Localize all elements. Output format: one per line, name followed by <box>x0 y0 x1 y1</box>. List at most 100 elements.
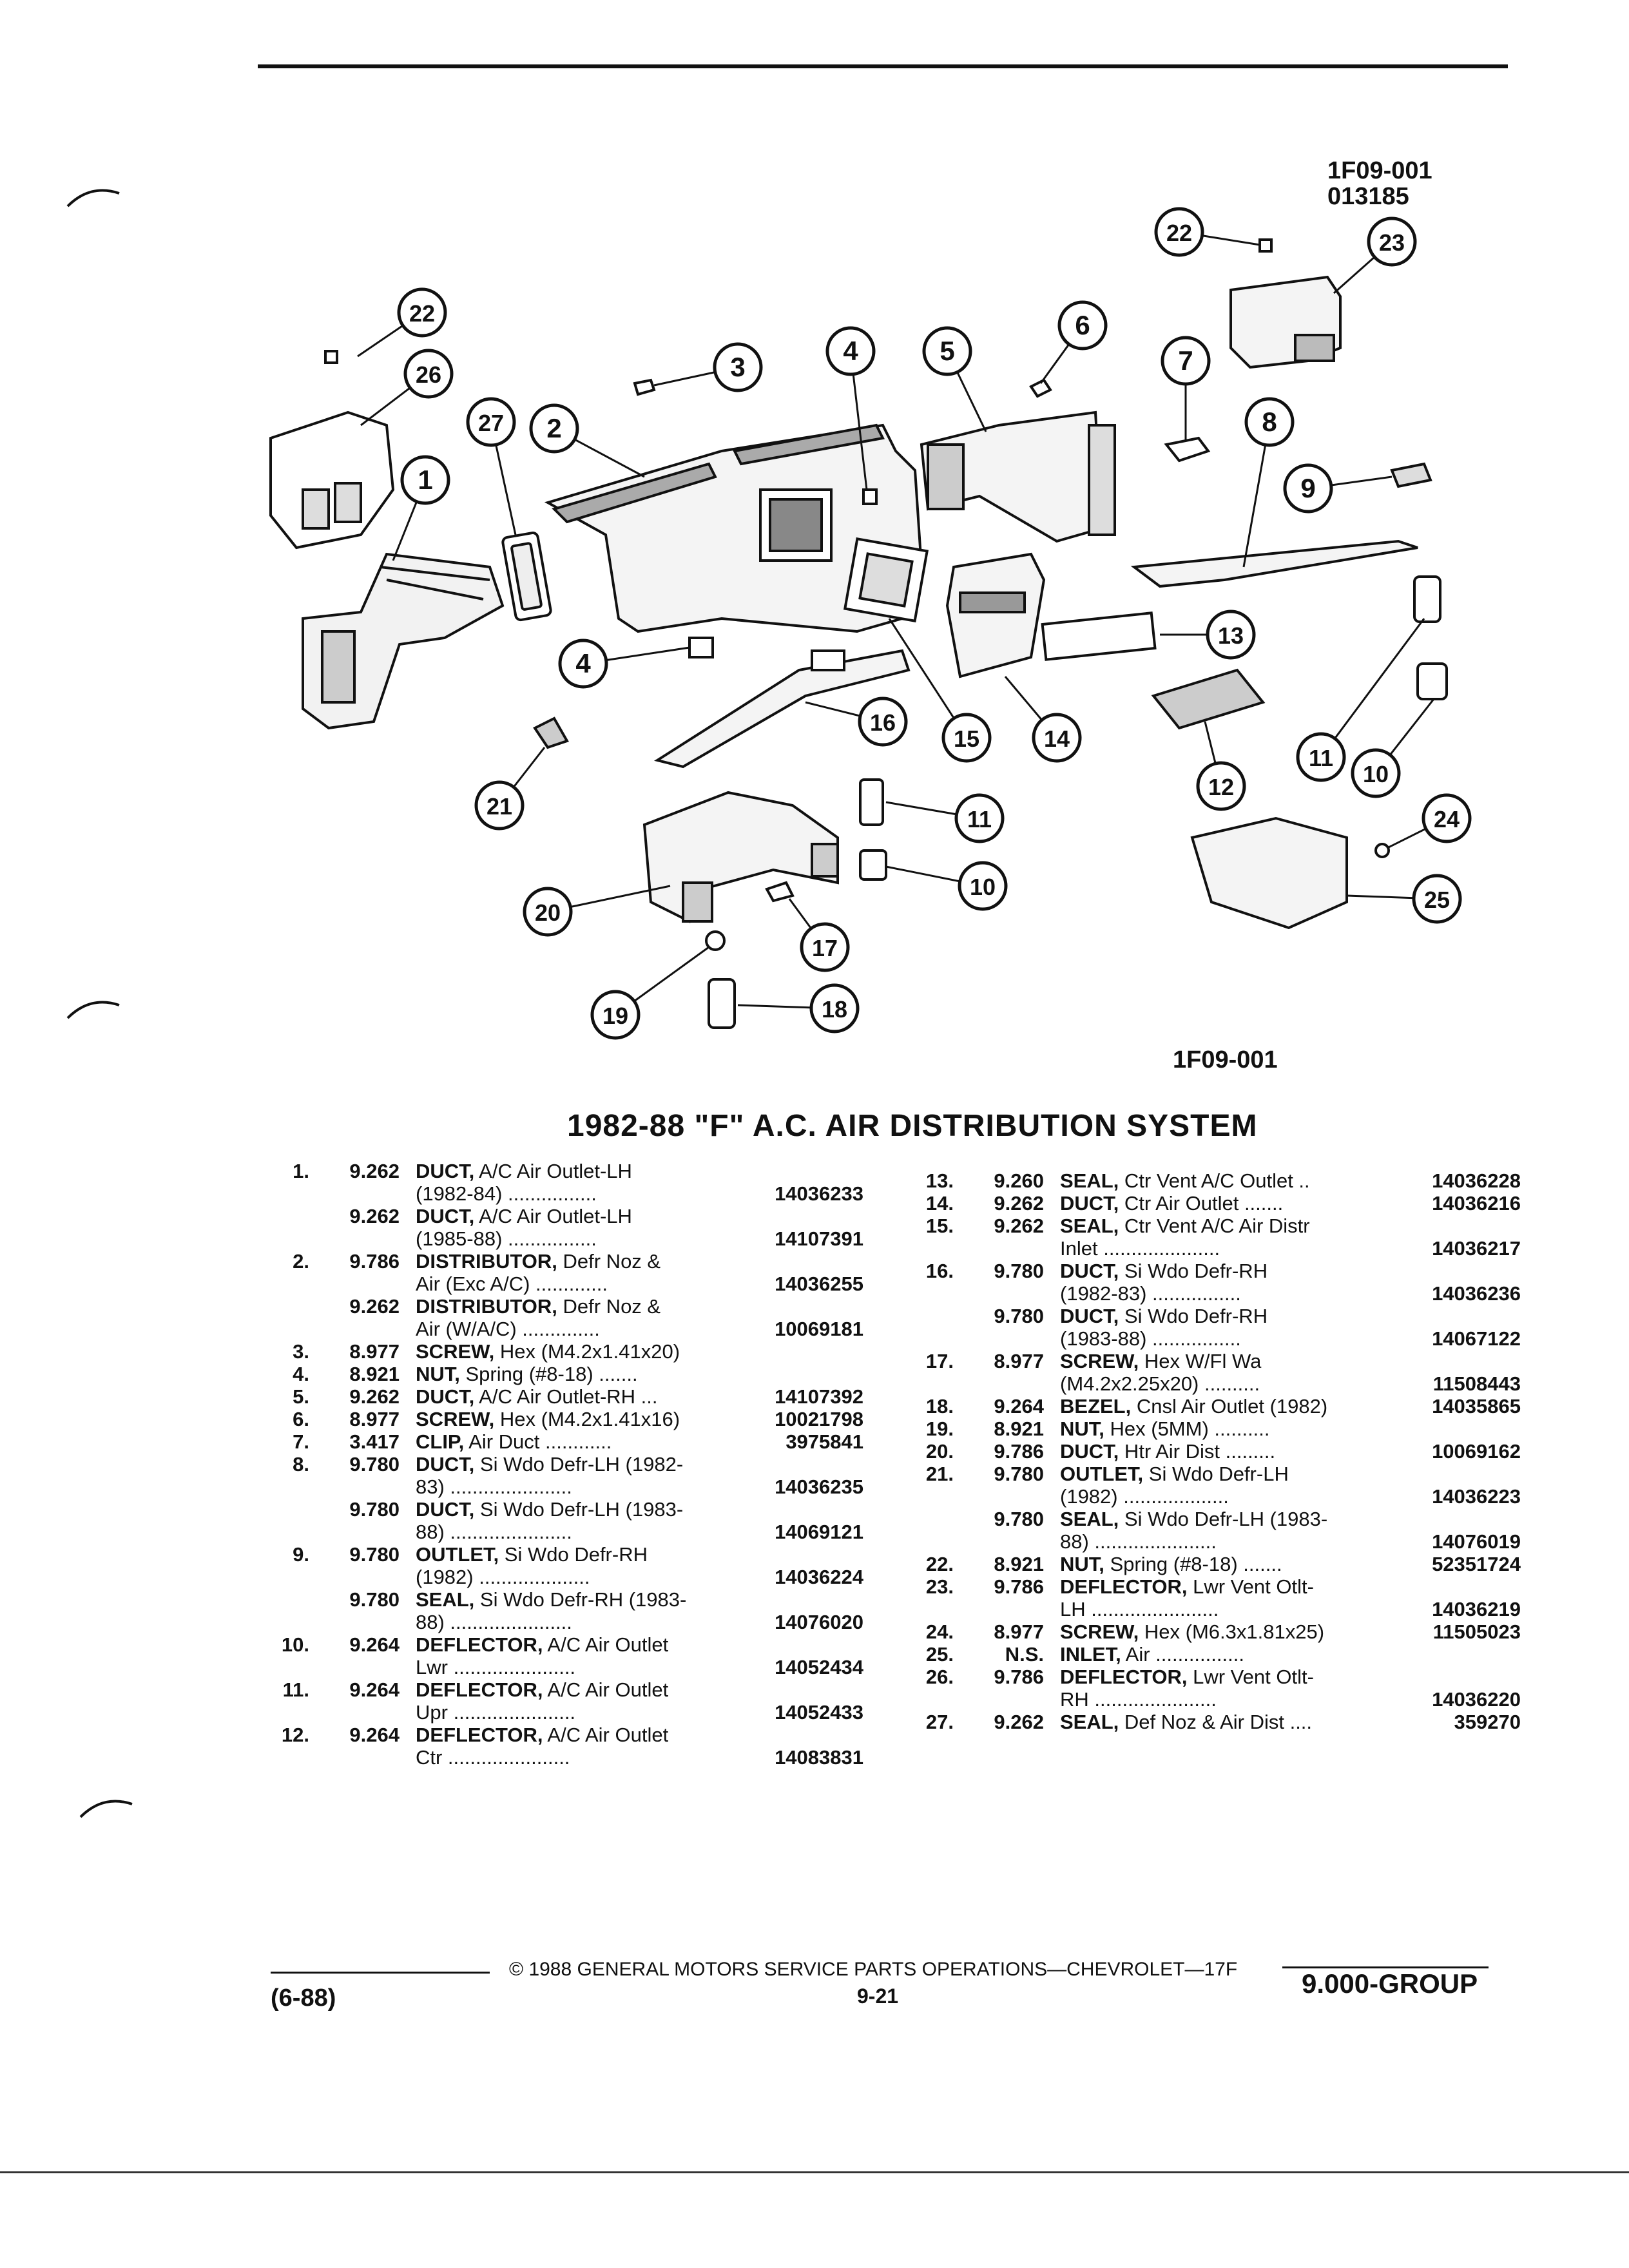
part-detail: (1982) .................... <box>416 1566 590 1588</box>
part-detail: Si Wdo Defr-RH <box>1119 1305 1268 1327</box>
callout-17: 17 <box>788 898 850 972</box>
item-number: 16. <box>925 1260 954 1282</box>
margin-mark-1 <box>66 189 120 207</box>
callout-27: 27 <box>466 397 517 535</box>
part-4-nut-top <box>862 488 878 505</box>
callout-number: 22 <box>409 300 435 327</box>
callout-22: 22 <box>357 287 447 358</box>
part-number: 14036255 <box>775 1273 863 1295</box>
part-description: SEAL, Ctr Vent A/C Outlet .. <box>1060 1169 1310 1192</box>
part-number: 11505023 <box>1432 1620 1521 1643</box>
part-name: NUT, <box>1060 1418 1104 1440</box>
callout-number: 5 <box>940 336 954 366</box>
group-number: 8.921 <box>349 1363 400 1385</box>
part-11-deflector-center <box>859 778 884 826</box>
callout-circle <box>1057 300 1108 351</box>
item-number: 7. <box>293 1430 309 1453</box>
part-description: Ctr ...................... <box>416 1746 570 1769</box>
part-18-bezel <box>708 978 736 1029</box>
callout-number: 2 <box>546 413 561 443</box>
part-detail: Ctr ...................... <box>416 1746 570 1769</box>
footer-copyright: © 1988 GENERAL MOTORS SERVICE PARTS OPER… <box>509 1959 1238 1980</box>
callout-11: 11 <box>885 793 1005 843</box>
item-number: 20. <box>925 1440 954 1463</box>
part-number: 14036220 <box>1432 1688 1521 1711</box>
item-number: 14. <box>925 1192 954 1215</box>
group-number: 9.780 <box>994 1463 1044 1485</box>
part-detail: Spring (#8-18) ....... <box>1104 1553 1282 1575</box>
part-detail: (1982-84) ................ <box>416 1182 597 1205</box>
callout-circle <box>403 349 454 399</box>
part-name: SEAL, <box>1060 1169 1119 1192</box>
part-name: DUCT, <box>416 1205 475 1227</box>
callout-circle <box>590 990 641 1040</box>
part-description: SEAL, Ctr Vent A/C Air Distr <box>1060 1215 1310 1237</box>
part-number: 359270 <box>1454 1711 1521 1733</box>
callout-number: 1 <box>418 465 432 495</box>
item-number: 6. <box>293 1408 309 1430</box>
part-7-clip <box>1164 436 1211 463</box>
part-name: DUCT, <box>1060 1305 1119 1327</box>
group-number: 8.921 <box>994 1553 1044 1575</box>
part-detail: (M4.2x2.25x20) .......... <box>1060 1372 1260 1395</box>
callout-circle <box>954 793 1005 843</box>
callout-number: 17 <box>812 935 838 961</box>
parts-row: 14036224(1982) .................... <box>264 1566 863 1588</box>
callout-24: 24 <box>1388 793 1472 849</box>
parts-row: 14036223(1982) ................... <box>909 1485 1521 1508</box>
callout-circle <box>1032 713 1082 763</box>
group-number: 9.262 <box>994 1711 1044 1733</box>
part-detail: RH ...................... <box>1060 1688 1217 1711</box>
item-number: 9. <box>293 1543 309 1566</box>
part-description: DUCT, A/C Air Outlet-LH <box>416 1160 632 1182</box>
part-detail: Defr Noz & <box>557 1295 661 1318</box>
item-number: 18. <box>925 1395 954 1418</box>
item-number: 12. <box>281 1724 309 1746</box>
part-detail: Si Wdo Defr-LH (1983- <box>1119 1508 1328 1530</box>
group-number: 9.786 <box>994 1666 1044 1688</box>
part-description: DUCT, Si Wdo Defr-LH (1983- <box>416 1498 683 1521</box>
part-22-nut-right <box>1258 238 1273 253</box>
part-name: DEFLECTOR, <box>416 1678 543 1701</box>
item-number: 26. <box>925 1666 954 1688</box>
part-detail: Si Wdo Defr-RH <box>1119 1260 1268 1282</box>
part-detail: Defr Noz & <box>557 1250 661 1273</box>
part-name: DEFLECTOR, <box>416 1724 543 1746</box>
part-detail: Air ................ <box>1121 1643 1244 1666</box>
part-number: 14107392 <box>775 1385 863 1408</box>
group-number: 8.977 <box>349 1340 400 1363</box>
callout-number: 10 <box>1363 761 1389 787</box>
item-number: 17. <box>925 1350 954 1372</box>
part-detail: A/C Air Outlet-LH <box>474 1205 632 1227</box>
part-description: SCREW, Hex W/Fl Wa <box>1060 1350 1261 1372</box>
callout-number: 27 <box>478 410 504 436</box>
part-number: 14035865 <box>1432 1395 1521 1418</box>
group-label: 9.000-GROUP <box>1302 1968 1478 1999</box>
part-number: 14036233 <box>775 1182 863 1205</box>
part-number: 10021798 <box>775 1408 863 1430</box>
part-8-duct <box>1130 539 1418 588</box>
callout-number: 4 <box>575 648 591 678</box>
callout-12: 12 <box>1196 721 1246 811</box>
part-description: (1982-84) ................ <box>416 1182 597 1205</box>
part-description: DISTRIBUTOR, Defr Noz & <box>416 1295 660 1318</box>
part-number: 10069181 <box>775 1318 863 1340</box>
part-description: (1983-88) ................ <box>1060 1327 1241 1350</box>
part-detail: Air Duct ............ <box>464 1430 612 1453</box>
part-detail: (1982-83) ................ <box>1060 1282 1241 1305</box>
part-name: SEAL, <box>1060 1215 1119 1237</box>
part-description: DEFLECTOR, Lwr Vent Otlt- <box>1060 1666 1314 1688</box>
callout-number: 9 <box>1300 473 1315 503</box>
callout-9: 9 <box>1283 463 1393 514</box>
callout-circle <box>858 697 908 747</box>
